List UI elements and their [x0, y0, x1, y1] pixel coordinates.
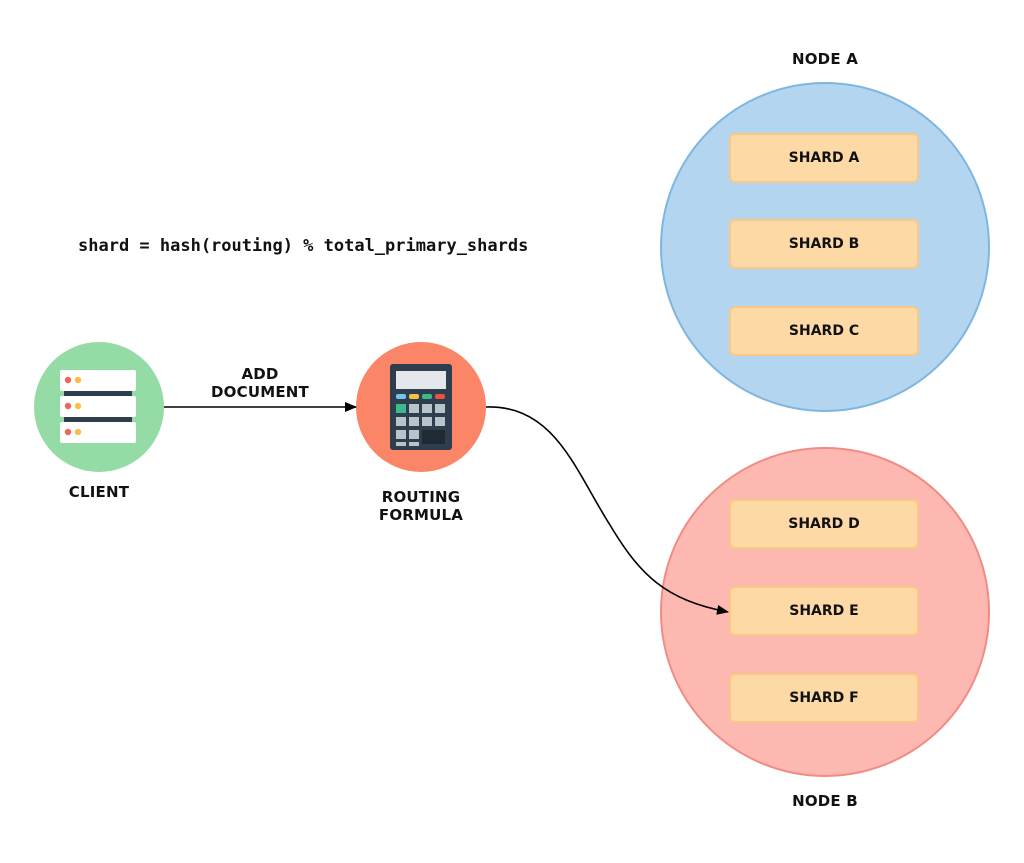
edge-routing-to-shard-e	[485, 406, 729, 615]
shard-e: SHARD E	[729, 586, 919, 636]
shard-d: SHARD D	[729, 499, 919, 549]
shard-b: SHARD B	[729, 219, 919, 269]
shard-a: SHARD A	[729, 133, 919, 183]
routing-formula-label-line2: FORMULA	[378, 506, 464, 524]
shard-c: SHARD C	[729, 306, 919, 356]
routing-formula-label-line1: ROUTING	[381, 488, 461, 506]
edge-add-document-label: ADD DOCUMENT	[211, 365, 309, 401]
node-a-label: NODE A	[791, 50, 859, 68]
shard-f: SHARD F	[729, 673, 919, 723]
node-b-label: NODE B	[792, 792, 858, 810]
routing-formula-text: shard = hash(routing) % total_primary_sh…	[78, 236, 529, 256]
client-label: CLIENT	[68, 483, 130, 501]
